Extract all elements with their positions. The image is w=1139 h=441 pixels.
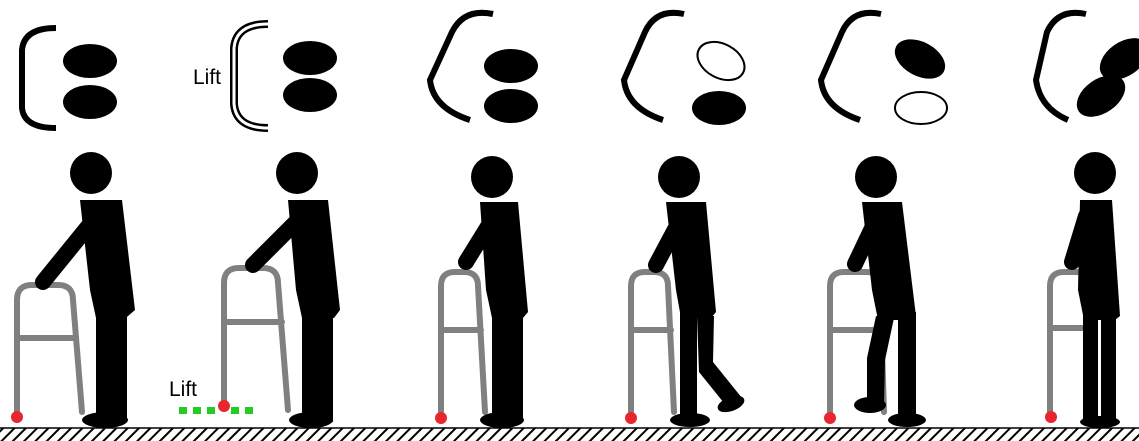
step-6-figure [1045, 152, 1120, 428]
foot-ellipse-icon [484, 89, 538, 123]
person-silhouette [253, 152, 340, 428]
walker-tip [218, 400, 230, 412]
lifted-foot-hollow-ellipse-icon [691, 34, 751, 87]
step-6-symbol [1036, 13, 1139, 126]
person-silhouette [466, 156, 528, 428]
walker-tip [625, 412, 637, 424]
walker-lift-label: Lift [193, 66, 221, 89]
step-5-symbol [821, 13, 952, 124]
step-2-symbol: Lift [193, 24, 337, 128]
step-4 [624, 13, 751, 427]
walker-frame [224, 268, 288, 410]
person-silhouette [1072, 152, 1120, 428]
step-5-figure [824, 156, 926, 427]
walker-tip [1045, 411, 1057, 423]
walker-tip [824, 412, 836, 424]
floor-lift-label: Lift [169, 378, 197, 401]
foot-ellipse-icon [888, 31, 952, 86]
lifted-foot-hollow-ellipse-icon [895, 92, 947, 124]
foot-ellipse-icon [283, 78, 337, 112]
walker-bracket-icon [430, 13, 493, 120]
walker-bracket-icon [821, 13, 881, 120]
foot-ellipse-icon [484, 49, 538, 83]
walker-bracket-icon [624, 13, 684, 120]
walker-frame [17, 285, 82, 412]
person-silhouette [43, 152, 135, 428]
step-2-figure: Lift [169, 152, 340, 428]
foot-ellipse-icon [63, 85, 117, 119]
foot-ellipse-icon [63, 44, 117, 78]
walker-bracket-icon [22, 28, 56, 128]
step-2: Lift Lift [169, 24, 340, 428]
step-1-figure [11, 152, 135, 428]
step-1-symbol [22, 28, 117, 128]
step-1 [11, 28, 135, 428]
step-5 [821, 13, 952, 427]
step-3-figure [435, 156, 528, 428]
walker-tip [11, 411, 23, 423]
foot-ellipse-icon [283, 41, 337, 75]
walker-tip [435, 412, 447, 424]
step-3-symbol [430, 13, 538, 123]
ground-hatch [0, 428, 1139, 441]
step-6 [1036, 13, 1139, 428]
step-3 [430, 13, 538, 428]
step-4-figure [625, 156, 747, 427]
lift-trace [179, 407, 253, 414]
walker-frame [631, 272, 674, 412]
walker-frame [441, 272, 485, 412]
step-4-symbol [624, 13, 751, 125]
walker-lift-double-bracket-icon [234, 24, 268, 128]
person-silhouette [854, 156, 926, 427]
foot-ellipse-icon [692, 91, 746, 125]
